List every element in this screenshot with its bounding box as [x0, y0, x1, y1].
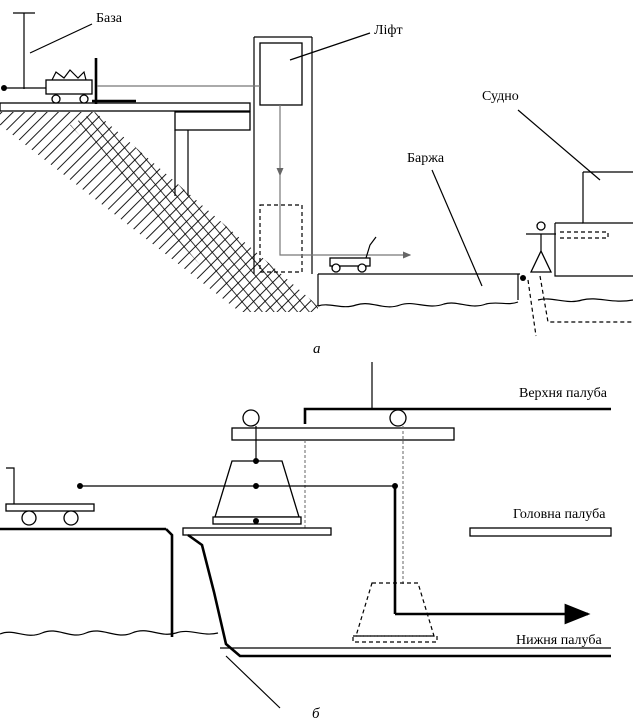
leader-lift [289, 32, 371, 61]
base-platform [0, 12, 251, 196]
label-main-deck: Головна палуба [513, 507, 606, 522]
figure-a: База Ліфт Баржа Судно а [0, 11, 633, 357]
cargo-flow-path [77, 483, 591, 625]
label-barge: Баржа [407, 151, 445, 166]
label-base: База [96, 11, 123, 26]
base-cart [45, 58, 136, 104]
upper-deck [231, 362, 611, 441]
caption-b: б [312, 706, 320, 722]
hull-side [187, 533, 611, 658]
lift-car [259, 42, 303, 106]
leader-base [29, 23, 93, 54]
label-ship: Судно [482, 89, 519, 104]
leader-ship [517, 109, 601, 181]
caption-a: а [313, 341, 321, 357]
water-surface-b [0, 630, 219, 636]
shore-slope [0, 107, 318, 312]
label-lift: Ліфт [374, 23, 403, 38]
water-surface-a [317, 298, 633, 308]
trolley-wheel-left [242, 409, 260, 427]
leader-barge [431, 169, 483, 287]
lowered-load [352, 582, 438, 643]
label-lower-deck: Нижня палуба [516, 633, 602, 648]
label-upper-deck: Верхня палуба [519, 386, 608, 401]
ship [520, 171, 633, 337]
deck-cart [5, 467, 95, 526]
main-deck [0, 527, 612, 637]
lift-car-lowered [259, 204, 303, 273]
figure-b: Верхня палуба Головна палуба Нижня палуб… [0, 362, 612, 722]
hoisted-load [212, 426, 302, 525]
trolley-wheel-right [389, 409, 407, 427]
barge [317, 236, 520, 306]
